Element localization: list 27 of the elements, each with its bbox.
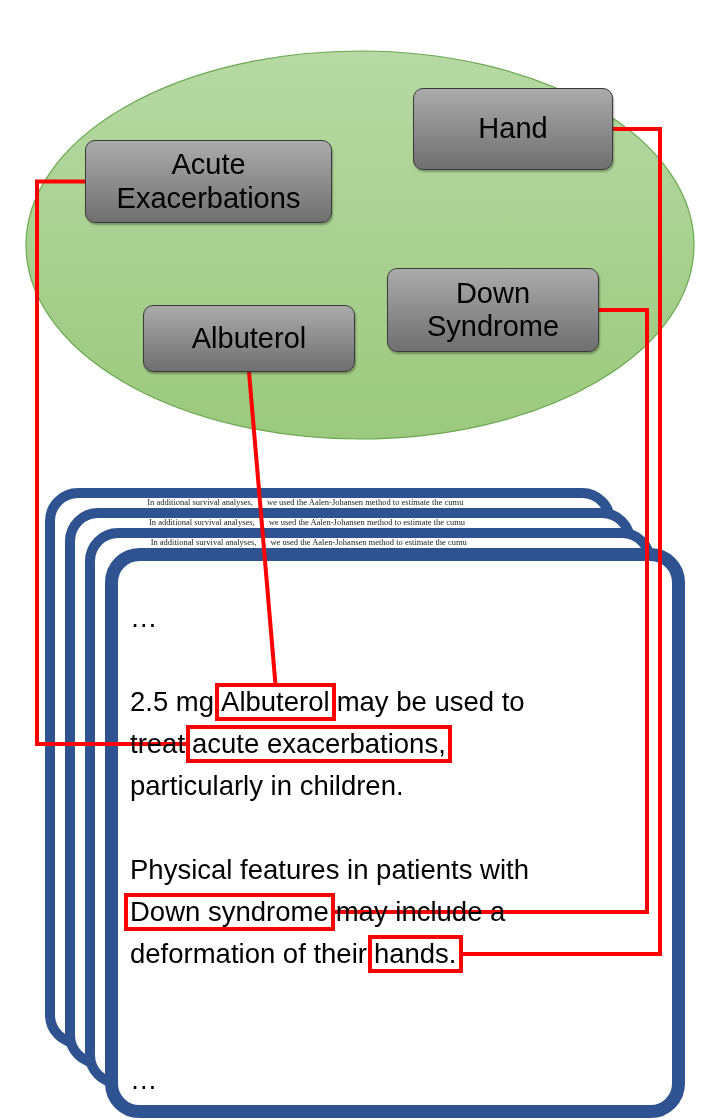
term-box: Acute Exacerbations bbox=[85, 140, 332, 223]
connector-line bbox=[35, 179, 187, 746]
term-box: Down Syndrome bbox=[387, 268, 599, 352]
term-box: Hand bbox=[413, 88, 613, 170]
page-text: In additional survival analyses, bbox=[148, 518, 255, 527]
term-box: Albuterol bbox=[143, 305, 355, 372]
ellipsis-text: … bbox=[130, 602, 158, 634]
highlighted-term: Albuterol bbox=[215, 683, 336, 721]
ellipse-region bbox=[25, 50, 695, 440]
connector-line bbox=[462, 127, 662, 956]
highlighted-term: hands. bbox=[367, 935, 463, 973]
ellipsis-text: … bbox=[130, 1064, 158, 1096]
connector-line bbox=[247, 371, 278, 684]
text-line: particularly in children. bbox=[130, 770, 404, 802]
document-stack bbox=[45, 488, 685, 1118]
page-text: In additional survival analyses, bbox=[150, 538, 257, 547]
text-line: Physical features in patients with bbox=[130, 854, 529, 886]
text-line: may be used to bbox=[336, 686, 525, 718]
page-text: we used the Aalen-Johansen method to estimate the cumu bbox=[267, 498, 464, 507]
page-text: In additional survival analyses, bbox=[147, 498, 253, 507]
page-text: we used the Aalen-Johansen method to estimate the cumu bbox=[270, 538, 467, 547]
highlighted-term: Down syndrome bbox=[124, 893, 335, 931]
highlighted-term: acute exacerbations, bbox=[186, 725, 452, 763]
connector-line bbox=[334, 308, 649, 914]
page-text: we used the Aalen-Johansen method to estimate the cumu bbox=[268, 518, 466, 527]
text-line: 2.5 mg bbox=[130, 686, 215, 718]
text-line: deformation of their bbox=[130, 938, 367, 970]
